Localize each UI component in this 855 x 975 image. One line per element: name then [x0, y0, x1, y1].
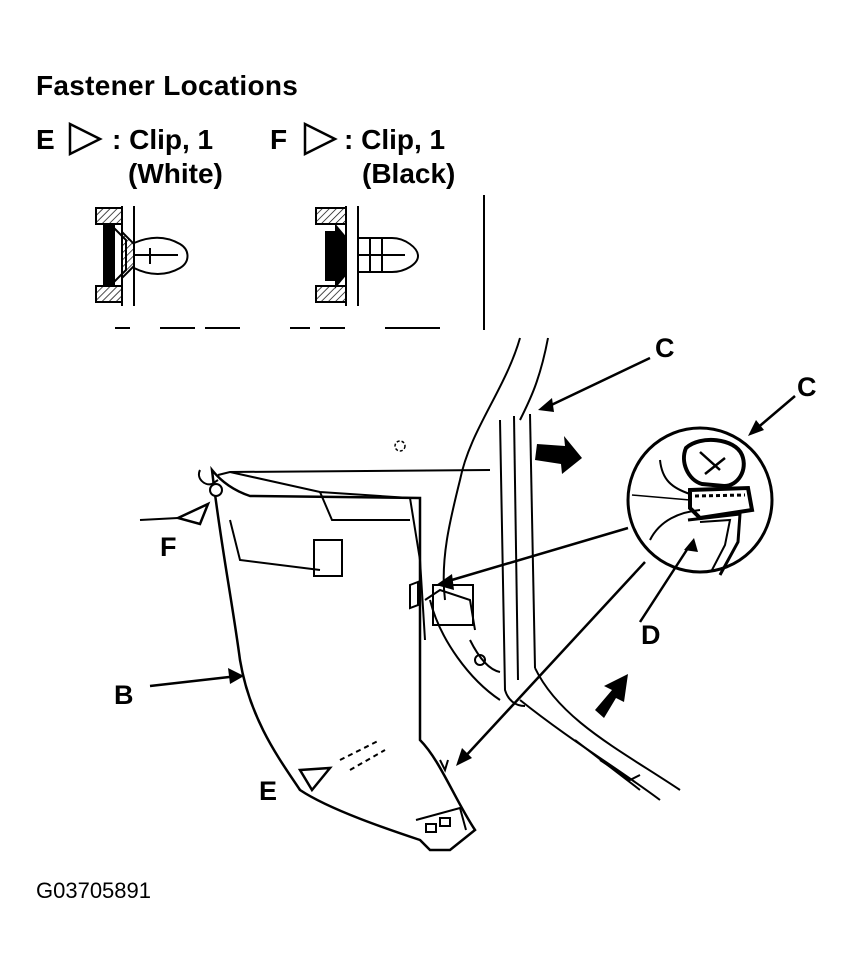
removal-arrow-upper-icon [535, 436, 582, 474]
marker-e-triangle-icon [297, 766, 333, 793]
legend-f-triangle-icon [303, 121, 338, 157]
pillar-body-lines [429, 337, 681, 801]
callout-c-detail: C [797, 372, 817, 402]
legend-f-letter: F [270, 124, 288, 155]
callout-f: F [160, 532, 177, 562]
leader-arrowheads [228, 398, 764, 766]
legend-f-color: (Black) [362, 158, 456, 189]
legend-e-letter: E [36, 124, 55, 155]
clip-f-location [198, 469, 219, 486]
legend-e-triangle-icon [68, 121, 103, 157]
page-title: Fastener Locations [36, 70, 299, 101]
callout-c-upper: C [655, 333, 675, 363]
trim-panel-b [210, 465, 477, 852]
figure-id: G03705891 [36, 878, 151, 903]
hole-marker-icon [394, 440, 406, 452]
weatherstrip-detail-circle [626, 426, 774, 576]
leader-lines [149, 356, 796, 761]
legend-e-color: (White) [128, 158, 223, 189]
callout-e: E [259, 776, 278, 806]
legend-e-text: : Clip, 1 [112, 124, 214, 155]
callout-b: B [114, 680, 134, 710]
removal-arrow-lower-icon [595, 674, 628, 718]
clip-detail-inset [115, 195, 485, 330]
black-clip-detail [315, 206, 420, 306]
legend-f-text: : Clip, 1 [344, 124, 446, 155]
callout-d: D [641, 620, 661, 650]
trim-panel-details [217, 469, 491, 833]
white-clip-detail [95, 206, 189, 306]
marker-f-triangle-icon [174, 501, 211, 526]
